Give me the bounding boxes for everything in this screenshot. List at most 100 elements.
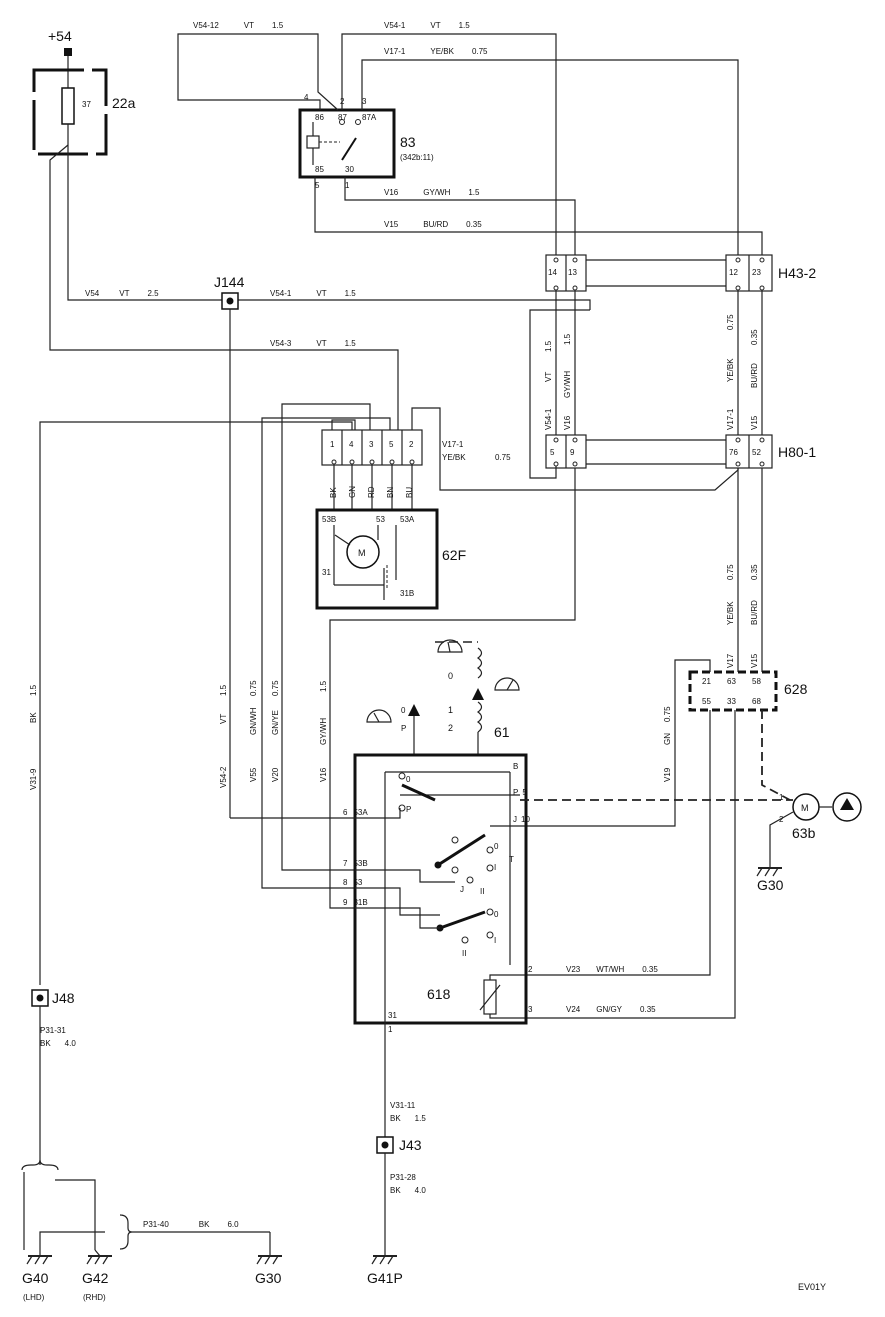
module-628-label: 628 <box>784 681 808 697</box>
wiper-switch-618 <box>353 753 528 1025</box>
left-vertical-labels: V31-9 BK 1.5 V54-2 VT 1.5 V55 GN/WH 0.75… <box>29 680 672 790</box>
relay-pin1: 1 <box>345 181 350 190</box>
svg-text:V20: V20 <box>271 767 280 782</box>
svg-text:1.5: 1.5 <box>319 680 328 692</box>
svg-text:VT: VT <box>219 714 228 724</box>
indicator-61 <box>366 639 520 755</box>
svg-text:GN/WH: GN/WH <box>249 707 258 735</box>
indicator-pos1: 1 <box>448 705 453 715</box>
pump-pin1: 1 <box>779 793 784 802</box>
svg-text:1.5: 1.5 <box>219 684 228 696</box>
svg-text:GN/YE: GN/YE <box>271 710 280 735</box>
svg-text:II: II <box>462 949 466 958</box>
svg-text:T: T <box>509 855 514 864</box>
svg-text:BU: BU <box>405 487 414 498</box>
relay-t87a: 87A <box>362 113 377 122</box>
svg-text:V54-1: V54-1 <box>544 408 553 430</box>
ground-g40 <box>26 1250 52 1265</box>
h80-pin-5: 5 <box>550 448 555 457</box>
switch-pin-b: B <box>513 762 518 771</box>
indicator-p0: 0 <box>401 706 406 715</box>
svg-text:VT: VT <box>544 372 553 382</box>
fuse-rating: 37 <box>82 100 91 109</box>
ground-g40-label: G40 <box>22 1270 49 1286</box>
splice-j144-label: J144 <box>214 274 245 290</box>
mc-pin-3: 3 <box>369 440 374 449</box>
mc-pin-4: 4 <box>349 440 354 449</box>
m628-pin-55: 55 <box>702 697 711 706</box>
m628-pin-68: 68 <box>752 697 761 706</box>
svg-text:BU/RD: BU/RD <box>750 363 759 388</box>
svg-text:0.35: 0.35 <box>750 329 759 345</box>
switch-t31: 31 <box>388 1011 397 1020</box>
ground-g30-right <box>756 867 782 877</box>
svg-text:YE/BK: YE/BK <box>726 358 735 382</box>
svg-text:V54-2: V54-2 <box>219 766 228 788</box>
relay-pin5: 5 <box>315 181 320 190</box>
ground-g40-note: (LHD) <box>23 1293 45 1302</box>
svg-text:0.75: 0.75 <box>726 314 735 330</box>
indicator-pos2: 2 <box>448 723 453 733</box>
ground-g30-right-label: G30 <box>757 877 784 893</box>
svg-text:V55: V55 <box>249 767 258 782</box>
mc-v17-color: YE/BK <box>442 453 466 462</box>
svg-text:BU/RD: BU/RD <box>750 600 759 625</box>
svg-text:V17-1: V17-1 <box>726 408 735 430</box>
m628-pin-21: 21 <box>702 677 711 686</box>
relay-t85: 85 <box>315 165 324 174</box>
switch-lever-p <box>401 783 436 802</box>
h-vertical-labels: V54-1 VT 1.5 V16 GY/WH 1.5 V17-1 YE/BK 0… <box>544 314 759 430</box>
mc-v17-size: 0.75 <box>495 453 511 462</box>
ground-g41p <box>371 1255 397 1265</box>
module-628 <box>688 670 778 712</box>
svg-text:BN: BN <box>386 487 395 498</box>
power-terminal-label: +54 <box>48 28 72 44</box>
j43-in-circuit: V31-11 <box>390 1101 416 1110</box>
connector-h80-1 <box>545 434 773 469</box>
svg-text:J: J <box>460 885 464 894</box>
relay-t86: 86 <box>315 113 324 122</box>
switch-lever-j <box>437 833 486 867</box>
relay-coil <box>306 135 320 149</box>
h43-pin-14: 14 <box>548 268 557 277</box>
switch-pin-2: 2 <box>528 965 533 974</box>
ground-g30-label: G30 <box>255 1270 282 1286</box>
relay-id: 83 <box>400 134 416 150</box>
m628-pin-33: 33 <box>727 697 736 706</box>
svg-text:V15: V15 <box>750 415 759 430</box>
h80-pin-9: 9 <box>570 448 575 457</box>
svg-text:V16: V16 <box>319 767 328 782</box>
h43-pin-13: 13 <box>568 268 577 277</box>
switch-t1: 1 <box>388 1025 393 1034</box>
ground-g42-note: (RHD) <box>83 1293 106 1302</box>
relay-switch <box>341 137 357 161</box>
svg-text:0.35: 0.35 <box>750 564 759 580</box>
relay-t30: 30 <box>345 165 354 174</box>
ground-g41p-label: G41P <box>367 1270 403 1286</box>
connector-h43-2 <box>545 254 773 292</box>
h43-pin-12: 12 <box>729 268 738 277</box>
motor-symbol <box>346 535 380 569</box>
h43-pin-23: 23 <box>752 268 761 277</box>
relay-83 <box>298 108 396 179</box>
h80-pin-52: 52 <box>752 448 761 457</box>
indicator-p: P <box>401 724 406 733</box>
svg-text:V15: V15 <box>750 653 759 668</box>
relay-ref: (342b:11) <box>400 153 434 162</box>
svg-text:GY/WH: GY/WH <box>319 718 328 745</box>
mc-v17-label: V17-1 <box>442 440 464 449</box>
pump-pin2: 2 <box>779 815 784 824</box>
ground-g42-label: G42 <box>82 1270 109 1286</box>
